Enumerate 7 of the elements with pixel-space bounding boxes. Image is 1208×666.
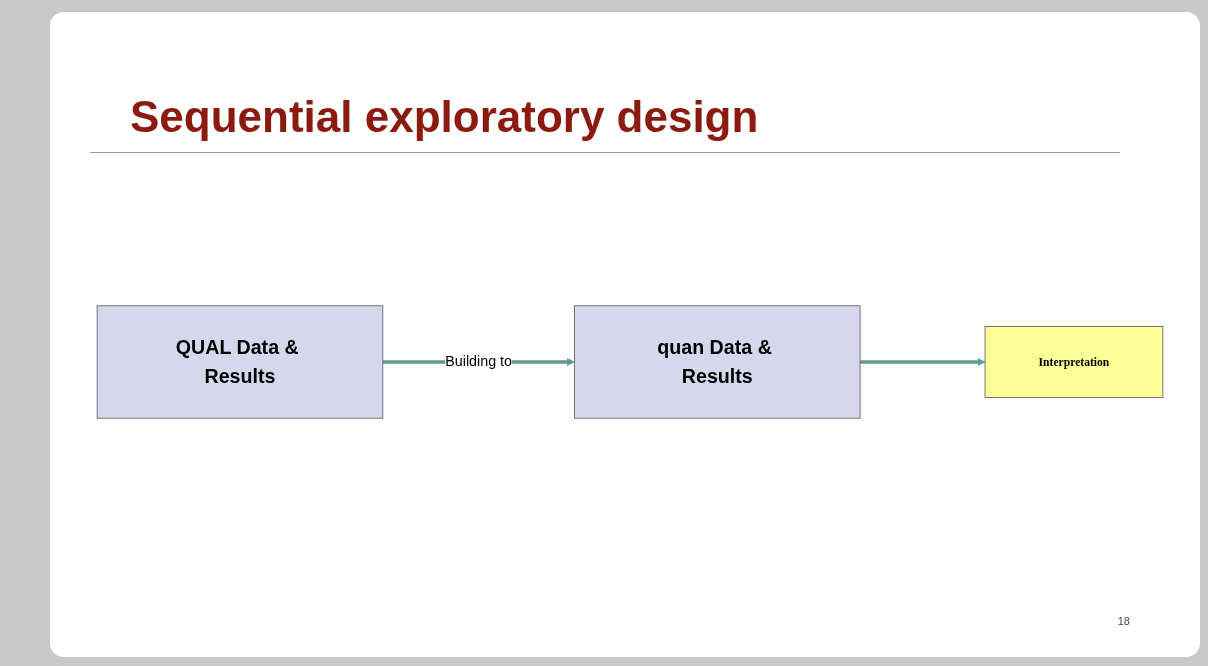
edge-label: Building to: [445, 353, 512, 370]
arrow: [860, 358, 986, 366]
page-number: 18: [1117, 615, 1130, 627]
node-box: quan Data & Results: [574, 305, 861, 419]
node-box: QUAL Data & Results: [96, 305, 384, 419]
node-box: Interpretation: [984, 326, 1164, 398]
slide-title: Sequential exploratory design: [130, 92, 759, 142]
